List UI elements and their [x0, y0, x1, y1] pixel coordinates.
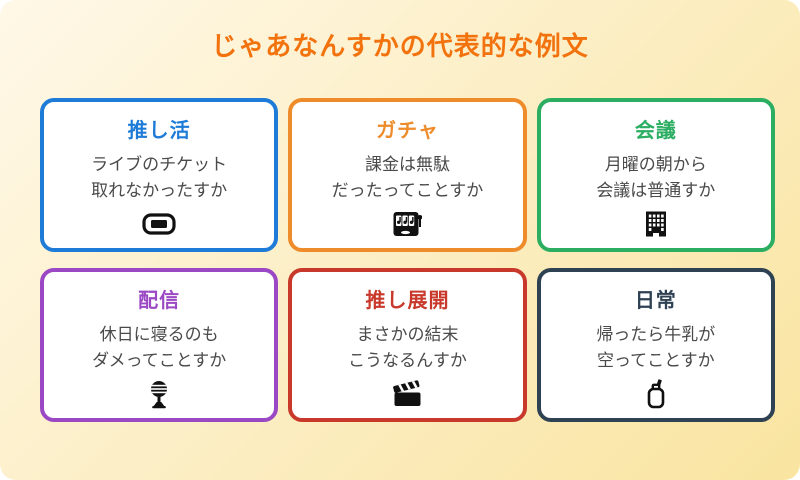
card-haishin: 配信休日に寝るのもダメってことすか	[40, 268, 279, 422]
card-example-text: まさかの結末こうなるんすか	[348, 322, 467, 374]
card-nichijou: 日常帰ったら牛乳が空ってことすか	[536, 268, 775, 422]
card-text-line: こうなるんすか	[348, 351, 467, 371]
microphone-icon	[146, 379, 172, 409]
card-text-line: 休日に寝るのも	[99, 325, 219, 345]
clapperboard-icon	[392, 379, 422, 409]
card-text-line: 課金は無駄	[364, 155, 450, 175]
card-kaigi: 会議月曜の朝から会議は普通すか	[536, 98, 775, 252]
office-building-icon	[642, 209, 670, 239]
card-text-line: まさかの結末	[356, 325, 459, 345]
card-text-line: 空ってことすか	[596, 351, 715, 371]
ticket-icon	[142, 209, 176, 239]
card-example-text: 帰ったら牛乳が空ってことすか	[596, 322, 715, 374]
card-example-text: 休日に寝るのもダメってことすか	[92, 322, 226, 374]
page-title: じゃあなんすかの代表的な例文	[211, 32, 589, 62]
card-text-line: 帰ったら牛乳が	[596, 325, 716, 345]
card-example-text: 課金は無駄だったってことすか	[332, 152, 484, 204]
milk-bottle-icon	[645, 379, 667, 409]
card-example-text: 月曜の朝から会議は普通すか	[596, 152, 715, 204]
card-title: 配信	[138, 288, 181, 312]
cards-grid: 推し活ライブのチケット取れなかったすかガチャ課金は無駄だったってことすか会議月曜…	[40, 98, 775, 422]
card-title: 推し展開	[365, 288, 450, 312]
card-title: 日常	[634, 288, 677, 312]
card-text-line: 月曜の朝から	[604, 155, 707, 175]
card-text-line: 取れなかったすか	[91, 181, 228, 201]
card-title: 会議	[634, 118, 677, 142]
card-title: ガチャ	[376, 118, 439, 142]
card-gacha: ガチャ課金は無駄だったってことすか	[288, 98, 527, 252]
card-text-line: 会議は普通すか	[596, 181, 716, 201]
card-example-text: ライブのチケット取れなかったすか	[91, 152, 227, 204]
card-title: 推し活	[127, 118, 191, 142]
card-text-line: だったってことすか	[331, 181, 484, 201]
card-oshikatsu: 推し活ライブのチケット取れなかったすか	[40, 98, 279, 252]
card-oshi-tenkai: 推し展開まさかの結末こうなるんすか	[288, 268, 527, 422]
card-text-line: ダメってことすか	[92, 351, 227, 371]
slot-machine-icon	[392, 209, 423, 239]
card-text-line: ライブのチケット	[91, 155, 228, 175]
